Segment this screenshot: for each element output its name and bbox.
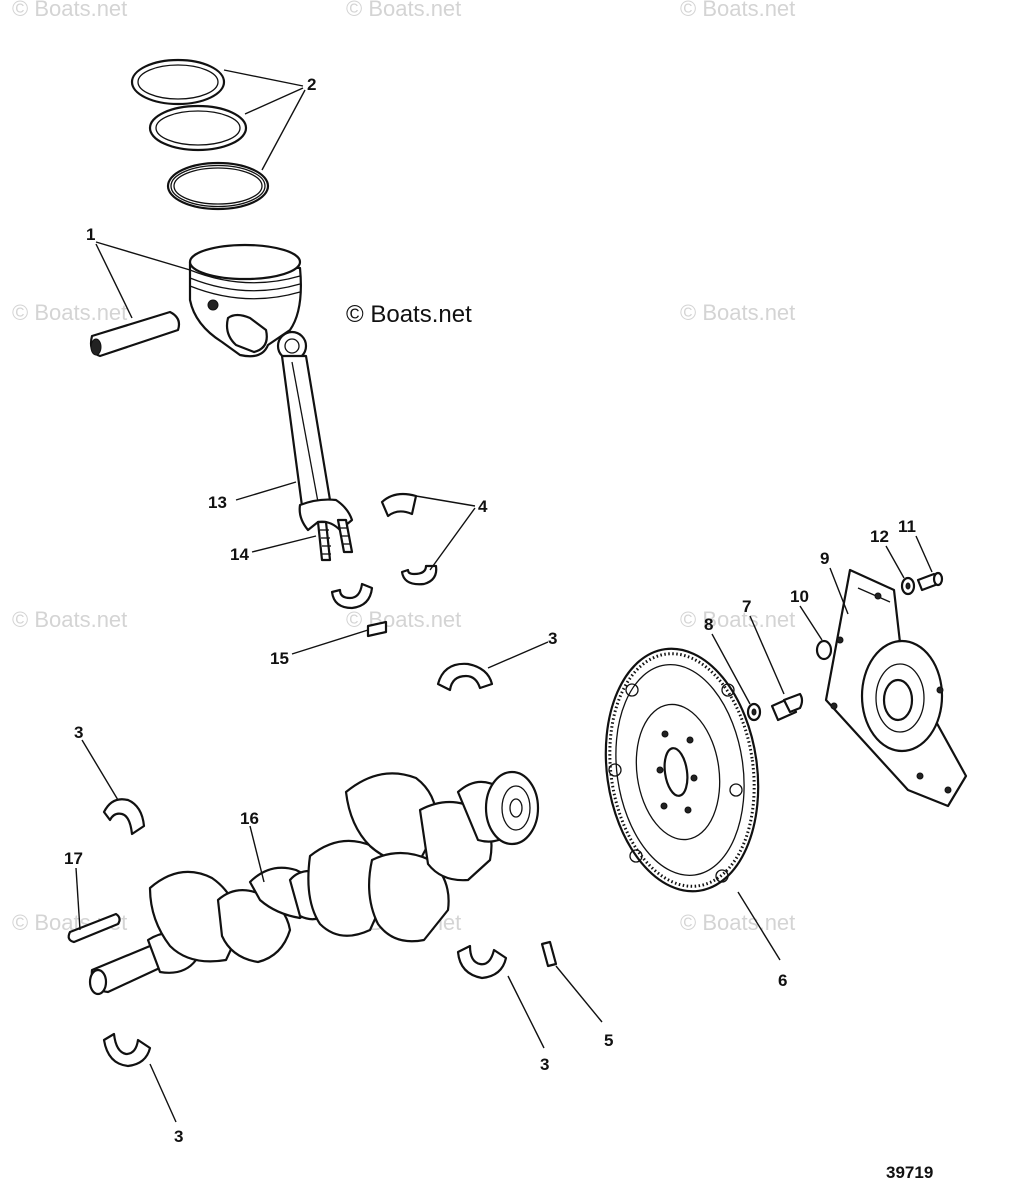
watermark-mid-left: © Boats.net (12, 300, 127, 325)
watermark-center-left: © Boats.net (12, 607, 127, 632)
leader-lines (75, 69, 933, 1123)
lock-washer (900, 576, 916, 596)
callout-14: 14 (230, 545, 249, 564)
callout-11: 11 (898, 517, 916, 536)
coupler-plate (824, 568, 968, 808)
callout-4: 4 (478, 497, 488, 516)
screw (916, 571, 944, 592)
callout-15: 15 (270, 649, 289, 668)
plug (815, 639, 833, 661)
watermark-top-left: © Boats.net (12, 0, 127, 21)
watermark-top-right: © Boats.net (680, 0, 795, 21)
callout-6: 6 (778, 971, 787, 990)
callout-2: 2 (307, 75, 316, 94)
callout-17: 17 (64, 849, 83, 868)
callout-8: 8 (704, 615, 713, 634)
callout-3-lower: 3 (540, 1055, 549, 1074)
dowel-pin (540, 940, 558, 968)
callout-16: 16 (240, 809, 259, 828)
main-bearings (102, 662, 508, 1068)
flywheel (604, 647, 760, 893)
piston-pin (89, 310, 181, 358)
crankshaft (88, 770, 540, 996)
flywheel-bolt (770, 692, 804, 722)
callout-12: 12 (870, 527, 889, 546)
piston-rings (130, 58, 270, 211)
watermark-center: © Boats.net (346, 607, 461, 632)
watermark-center-right: © Boats.net (680, 607, 795, 632)
callout-3-upper: 3 (548, 629, 557, 648)
callout-3-bottom: 3 (174, 1127, 183, 1146)
callouts: 2 1 13 14 4 15 3 3 16 17 3 5 3 6 8 7 9 1… (64, 75, 916, 1146)
figure-number: 39719 (886, 1163, 933, 1182)
copyright-notice: © Boats.net (346, 301, 472, 328)
callout-10: 10 (790, 587, 809, 606)
watermark-mid-right: © Boats.net (680, 300, 795, 325)
rod-bearings (330, 492, 438, 638)
watermark-low-right: © Boats.net (680, 910, 795, 935)
connecting-rod (276, 330, 354, 562)
callout-9: 9 (820, 549, 829, 568)
piston (188, 243, 302, 358)
callout-7: 7 (742, 597, 751, 616)
callout-3-left: 3 (74, 723, 83, 742)
washer (746, 702, 762, 722)
callout-1: 1 (86, 225, 95, 244)
callout-13: 13 (208, 493, 227, 512)
crankshaft-key (67, 912, 121, 944)
watermark-top-center: © Boats.net (346, 0, 461, 21)
callout-5: 5 (604, 1031, 613, 1050)
